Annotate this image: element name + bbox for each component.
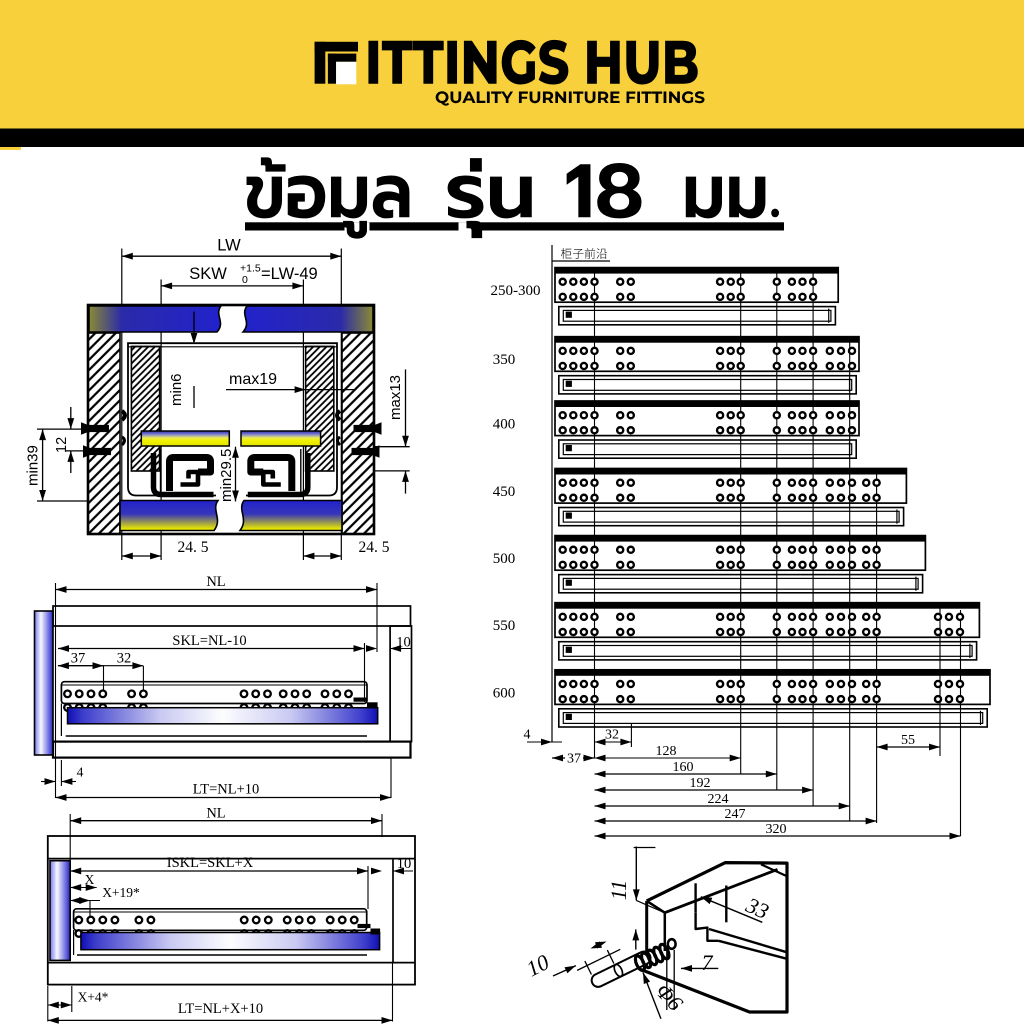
svg-text:10: 10 bbox=[397, 856, 412, 872]
svg-text:32: 32 bbox=[117, 651, 132, 667]
svg-text:min6: min6 bbox=[168, 373, 185, 406]
svg-text:min29.5: min29.5 bbox=[218, 449, 235, 502]
svg-text:24. 5: 24. 5 bbox=[178, 539, 209, 556]
svg-text:min39: min39 bbox=[25, 445, 42, 486]
svg-text:500: 500 bbox=[493, 551, 516, 567]
svg-text:max13: max13 bbox=[387, 375, 404, 420]
svg-text:0: 0 bbox=[242, 274, 248, 286]
svg-text:400: 400 bbox=[493, 417, 516, 433]
svg-text:4: 4 bbox=[77, 765, 84, 780]
svg-text:NL: NL bbox=[206, 806, 225, 822]
svg-text:+1.5: +1.5 bbox=[240, 263, 261, 275]
svg-text:128: 128 bbox=[656, 744, 677, 759]
svg-text:55: 55 bbox=[901, 733, 915, 748]
svg-text:NL: NL bbox=[206, 574, 225, 590]
svg-text:SKL=NL-10: SKL=NL-10 bbox=[172, 633, 246, 649]
svg-text:max19: max19 bbox=[229, 371, 277, 388]
svg-text:10: 10 bbox=[522, 949, 553, 981]
svg-text:320: 320 bbox=[766, 822, 787, 837]
svg-text:LW: LW bbox=[217, 237, 241, 255]
svg-text:X+19*: X+19* bbox=[102, 885, 140, 900]
svg-text:247: 247 bbox=[725, 807, 746, 822]
svg-text:32: 32 bbox=[605, 728, 619, 743]
svg-text:160: 160 bbox=[673, 760, 694, 775]
svg-text:24. 5: 24. 5 bbox=[359, 539, 390, 556]
svg-text:12: 12 bbox=[54, 437, 70, 453]
svg-text:350: 350 bbox=[493, 352, 516, 368]
svg-text:37: 37 bbox=[71, 651, 86, 667]
svg-text:=LW-49: =LW-49 bbox=[261, 265, 318, 283]
svg-text:SKW: SKW bbox=[189, 265, 227, 283]
svg-text:250-300: 250-300 bbox=[491, 283, 541, 299]
svg-text:37: 37 bbox=[567, 752, 581, 767]
svg-text:7: 7 bbox=[702, 950, 714, 975]
svg-text:ISKL=SKL+X: ISKL=SKL+X bbox=[167, 855, 254, 871]
svg-text:550: 550 bbox=[493, 618, 516, 634]
svg-text:X+4*: X+4* bbox=[78, 990, 109, 1005]
svg-text:LT=NL+X+10: LT=NL+X+10 bbox=[178, 1001, 263, 1017]
svg-text:X: X bbox=[85, 872, 95, 887]
svg-text:Φ6: Φ6 bbox=[651, 978, 688, 1015]
svg-text:4: 4 bbox=[524, 728, 531, 743]
svg-text:192: 192 bbox=[690, 776, 711, 791]
svg-text:450: 450 bbox=[493, 484, 516, 500]
svg-text:LT=NL+10: LT=NL+10 bbox=[193, 782, 260, 798]
svg-text:33: 33 bbox=[742, 892, 773, 924]
svg-text:224: 224 bbox=[708, 792, 729, 807]
svg-text:11: 11 bbox=[606, 880, 631, 900]
svg-text:600: 600 bbox=[493, 685, 516, 701]
